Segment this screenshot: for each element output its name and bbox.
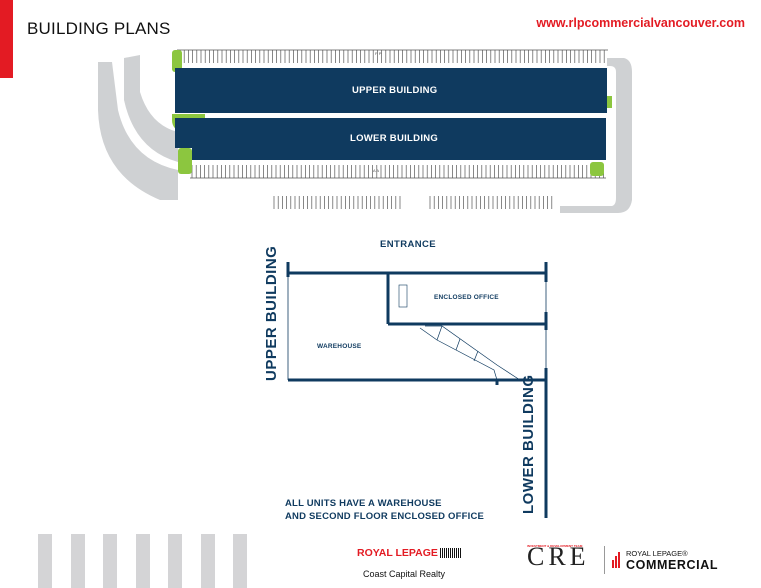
parking-stalls-top-lines [179,50,605,63]
enclosed-office-label: ENCLOSED OFFICE [434,294,499,301]
landscape-tr [604,96,612,108]
decorative-stripes [38,534,247,588]
barcode-icon [439,547,462,558]
entrance-road [272,180,560,236]
note-line-1: ALL UNITS HAVE A WAREHOUSE [285,498,442,509]
stairs [419,325,521,381]
rlp-commercial-logo: ROYAL LEPAGE® COMMERCIAL [612,549,718,572]
royal-lepage-logo: ROYAL LEPAGE Coast Capital Realty [357,544,462,579]
landscape-bl [178,148,192,174]
lower-building-label: LOWER BUILDING [350,133,439,144]
note-line-2: AND SECOND FLOOR ENCLOSED OFFICE [285,511,485,522]
cre-team-label: INVESTMENT & DEVELOPMENT TEAM [527,544,583,548]
row-label-bottom: A A [373,168,379,173]
landscape-br [590,162,604,176]
brand-accent-bar [0,0,13,78]
logo-divider [604,546,605,574]
office-door [398,284,408,308]
parking-stalls-lot-lines [273,196,553,209]
commercial-bottom-label: COMMERCIAL [626,558,719,572]
cre-logo: CRE [527,542,590,571]
lower-building-block [192,118,606,160]
floor-plan-walls [286,262,548,518]
lower-building-vertical-label: LOWER BUILDING [520,374,537,515]
upper-building-vertical-label: UPPER BUILDING [263,245,280,381]
commercial-top-label: ROYAL LEPAGE® [626,549,688,558]
row-label-top: P P [375,51,382,56]
right-road [560,58,632,213]
upper-building-label: UPPER BUILDING [352,85,438,96]
entrance-label: ENTRANCE [380,239,436,250]
parking-stalls-bottom-lines [190,165,606,179]
page-title: BUILDING PLANS [27,19,171,38]
access-road [98,62,178,200]
upper-building-block [175,68,607,113]
access-road-inner [124,55,178,162]
units-note: ALL UNITS HAVE A WAREHOUSE AND SECOND FL… [285,497,484,523]
landscape-tl [172,50,182,72]
lower-building-ext [175,118,197,148]
royal-lepage-sub: Coast Capital Realty [363,569,446,579]
website-link[interactable]: www.rlpcommercialvancouver.com [536,16,745,30]
warehouse-label: WAREHOUSE [317,343,362,350]
bar-chart-icon [612,552,620,568]
royal-lepage-name: ROYAL LEPAGE [357,546,438,559]
